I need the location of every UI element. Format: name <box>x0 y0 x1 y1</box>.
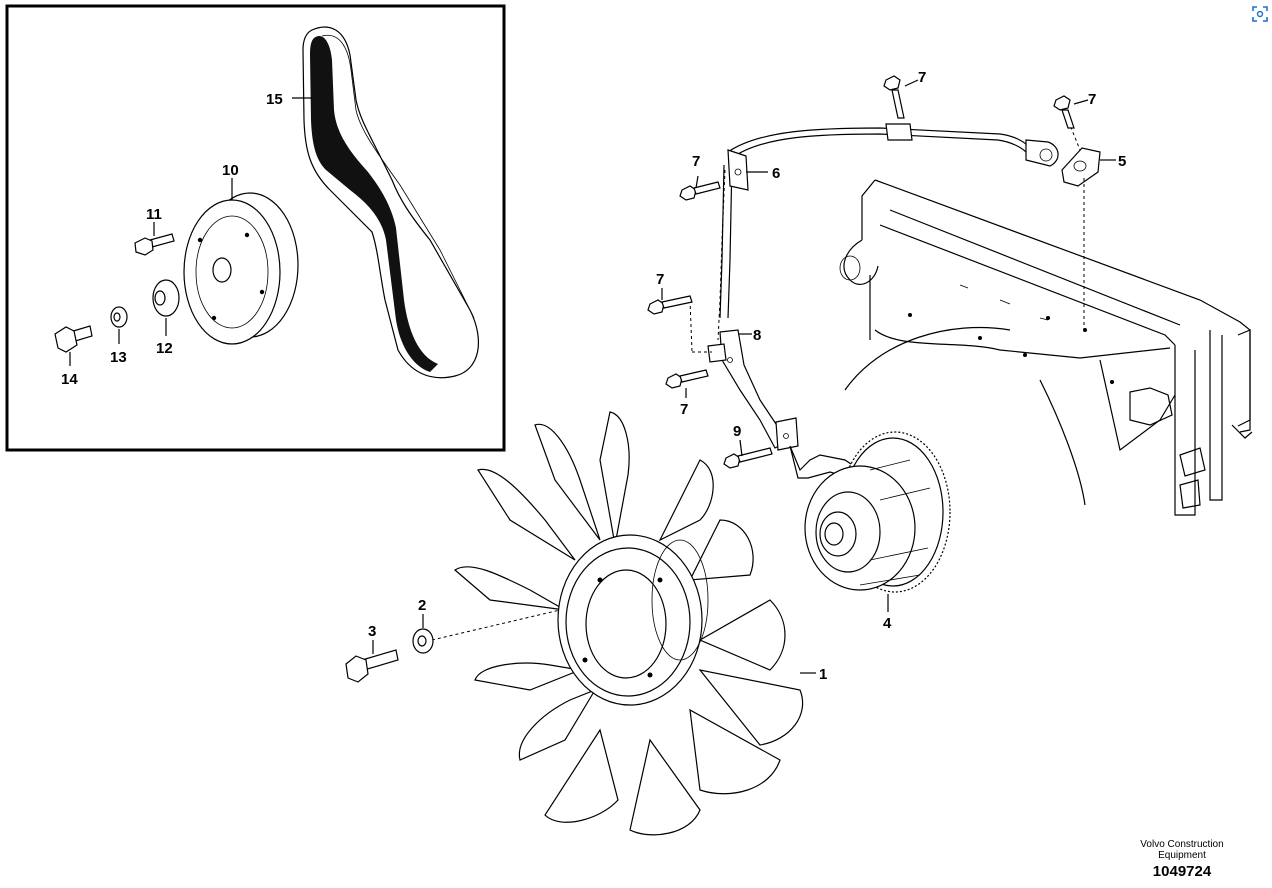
inset-panel: 15 10 11 12 13 14 <box>5 4 506 452</box>
drive-belt <box>302 26 479 379</box>
company-name: Volvo Construction Equipment <box>1140 839 1224 861</box>
sensor-cable <box>717 123 1059 341</box>
fit-view-icon[interactable] <box>1250 4 1270 24</box>
bolt-7-d <box>647 295 693 315</box>
label-9: 9 <box>733 423 741 440</box>
label-7-b: 7 <box>1088 91 1096 108</box>
label-7-a: 7 <box>918 69 926 86</box>
bolt-9 <box>723 447 773 469</box>
bracket-8 <box>689 299 862 479</box>
label-1: 1 <box>819 666 827 683</box>
label-12: 12 <box>156 340 173 357</box>
label-7-d: 7 <box>656 271 664 288</box>
figure-credit: Volvo Construction Equipment 1049724 <box>1134 839 1230 880</box>
fan-clutch <box>804 431 951 593</box>
label-6: 6 <box>772 165 780 182</box>
bolt-7-e <box>665 369 709 389</box>
label-13: 13 <box>110 349 127 366</box>
washer-2 <box>412 628 434 654</box>
bolts-7 <box>647 75 1075 389</box>
washer-13 <box>110 306 128 328</box>
label-7-e: 7 <box>680 401 688 418</box>
label-10: 10 <box>222 162 239 179</box>
spacer-12 <box>152 279 180 317</box>
radiator-shroud <box>839 179 1253 516</box>
label-8: 8 <box>753 327 761 344</box>
label-11: 11 <box>146 206 162 223</box>
fan <box>431 411 804 836</box>
bolt-3 <box>345 649 399 683</box>
figure-number: 1049724 <box>1152 863 1212 880</box>
label-7-c: 7 <box>692 153 700 170</box>
bolt-7-a <box>883 75 905 119</box>
label-15: 15 <box>266 91 283 108</box>
bolt-7-b <box>1053 95 1075 129</box>
label-4: 4 <box>883 615 892 632</box>
bolt-14 <box>54 325 93 353</box>
label-3: 3 <box>368 623 376 640</box>
label-2: 2 <box>418 597 426 614</box>
label-14: 14 <box>61 371 78 388</box>
pulley <box>183 192 299 345</box>
bolt-11 <box>134 233 175 256</box>
cable-clip-6 <box>727 149 749 191</box>
bolt-7-c <box>679 181 721 201</box>
label-5: 5 <box>1118 153 1126 170</box>
